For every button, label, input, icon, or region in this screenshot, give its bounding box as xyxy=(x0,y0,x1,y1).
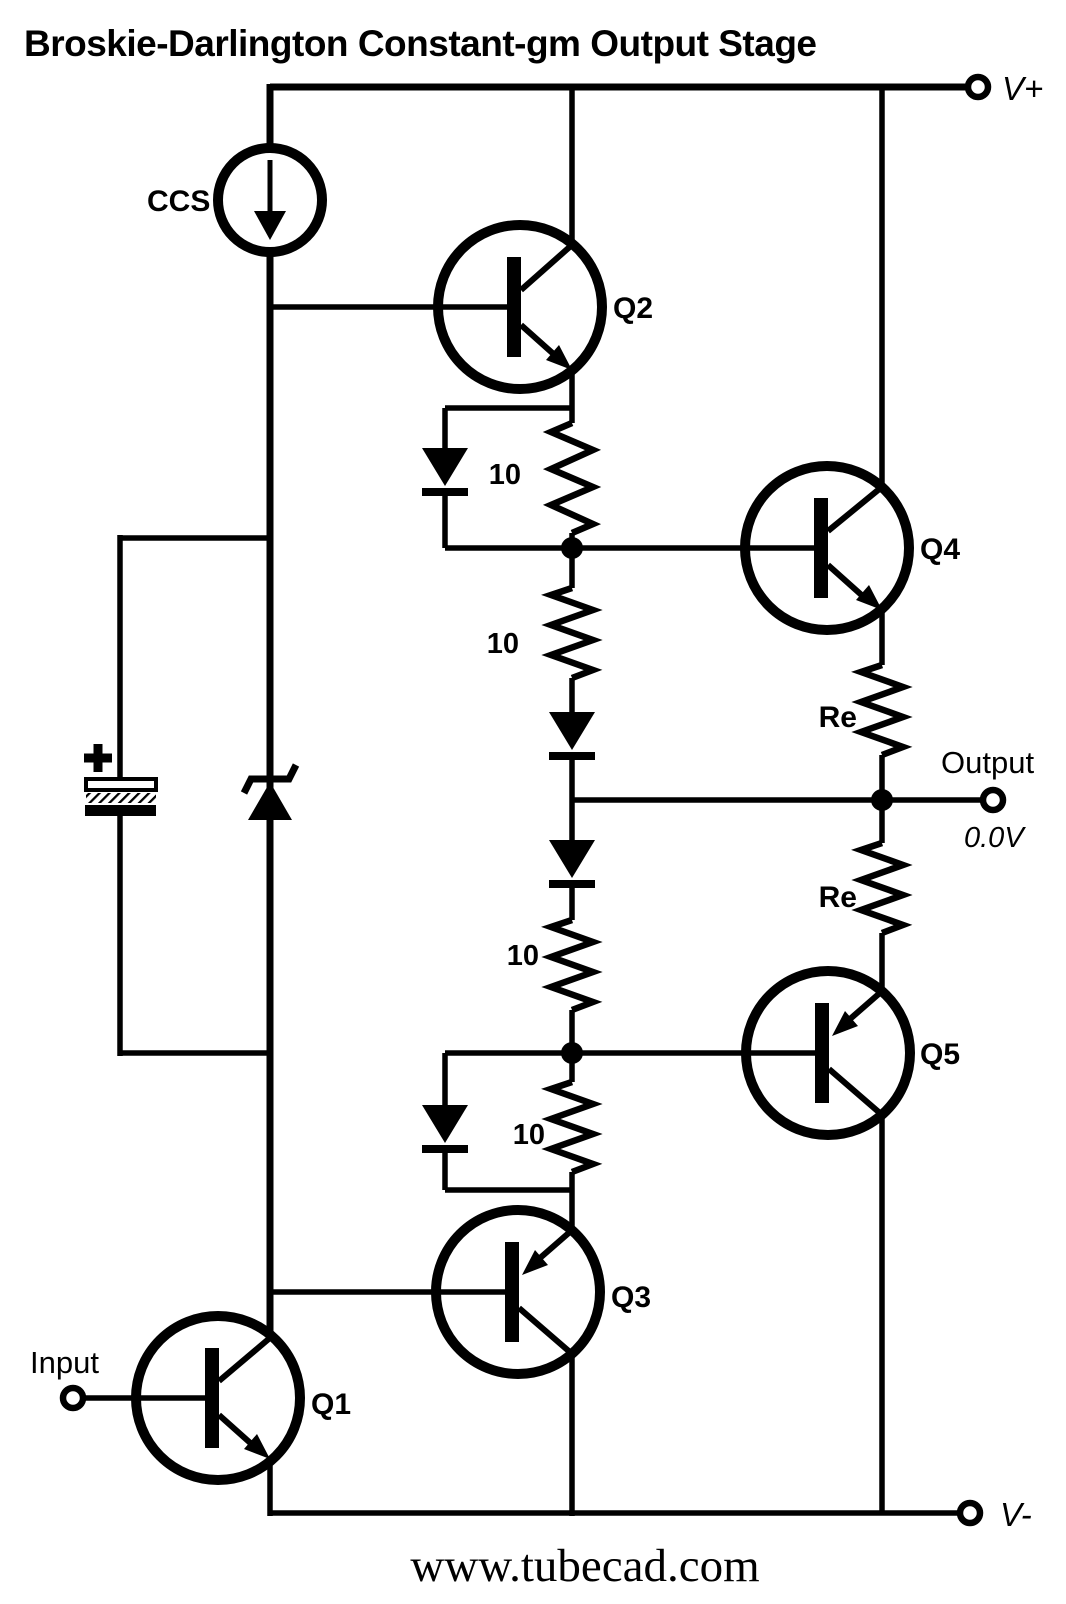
electrolytic-capacitor xyxy=(84,744,158,816)
output-terminal-icon xyxy=(979,786,1007,814)
diode-cathode-bar xyxy=(422,488,468,496)
re-lower-label: Re xyxy=(819,881,857,914)
diode-triangle-icon xyxy=(549,840,595,878)
resistor-10-upper-middle xyxy=(541,584,603,682)
q4-emitter xyxy=(825,562,869,602)
zener-triangle-icon xyxy=(248,782,292,820)
q1-base-bar xyxy=(205,1348,219,1448)
re-upper-label: Re xyxy=(819,701,857,734)
q3-base-bar xyxy=(505,1242,519,1342)
r10-upper-middle-value: 10 xyxy=(487,628,519,660)
zener-cathode-bar xyxy=(240,763,300,795)
r10-lower-middle-value: 10 xyxy=(507,940,539,972)
transistor-q3-pnp xyxy=(270,1228,573,1356)
ccs-label: CCS xyxy=(147,185,210,218)
q3-label: Q3 xyxy=(611,1281,651,1314)
resistor-re-upper xyxy=(851,661,913,759)
ccs-current-source xyxy=(213,143,327,257)
diode-triangle-icon xyxy=(422,1105,468,1143)
diode-bottom-left xyxy=(422,1105,468,1153)
junction-dot xyxy=(871,789,893,811)
q5-collector xyxy=(827,1066,883,1117)
q3-collector xyxy=(517,1305,573,1356)
output-label: Output xyxy=(941,745,1034,780)
junction-dot xyxy=(561,537,583,559)
schematic-title: Broskie-Darlington Constant-gm Output St… xyxy=(24,23,817,64)
capacitor-hatched-plate xyxy=(86,793,156,803)
output-voltage-label: 0.0V xyxy=(964,822,1026,854)
q1-emitter-arrow-icon xyxy=(244,1434,270,1459)
diode-triangle-icon xyxy=(422,448,468,486)
left-loop-wires xyxy=(117,535,270,1056)
v-minus-label: V- xyxy=(1000,1496,1032,1533)
v-minus-terminal-icon xyxy=(956,1499,984,1527)
r10-bottom-value: 10 xyxy=(513,1119,545,1151)
q4-label: Q4 xyxy=(920,533,960,566)
q2-base-bar xyxy=(507,257,521,357)
terminals xyxy=(59,73,1007,1527)
diode-triangle-icon xyxy=(549,712,595,750)
q2-label: Q2 xyxy=(613,292,653,325)
transistor-q1-npn xyxy=(83,1334,273,1459)
zener-diode xyxy=(240,763,300,820)
diode-cathode-bar xyxy=(549,880,595,888)
diode-upper-middle xyxy=(549,712,595,760)
transistor-q4-npn xyxy=(445,483,885,610)
q1-collector xyxy=(217,1334,273,1384)
diodes xyxy=(240,448,595,1153)
resistor-10-lower-middle xyxy=(541,916,603,1014)
v-plus-label: V+ xyxy=(1002,70,1043,107)
q5-emitter-arrow-icon xyxy=(832,1011,858,1036)
q4-base-bar xyxy=(814,498,828,598)
q2-emitter-arrow-icon xyxy=(546,345,572,370)
transistor-q5-pnp xyxy=(445,989,883,1117)
website-watermark: www.tubecad.com xyxy=(410,1540,759,1592)
q1-label: Q1 xyxy=(311,1388,351,1421)
v-plus-terminal-icon xyxy=(964,73,992,101)
capacitor-bottom-plate xyxy=(85,805,156,816)
diode-cathode-bar xyxy=(549,752,595,760)
diode-lower-middle xyxy=(549,840,595,888)
junction-dot xyxy=(561,1042,583,1064)
q4-collector xyxy=(826,483,885,534)
capacitor-plus-icon xyxy=(84,744,112,772)
resistor-10-bottom xyxy=(541,1078,603,1176)
input-terminal-icon xyxy=(59,1384,87,1412)
q2-emitter xyxy=(519,322,560,361)
r10-top-value: 10 xyxy=(489,459,521,491)
junction-dots xyxy=(561,537,893,1064)
transistor-q2-npn xyxy=(270,241,575,370)
capacitor-top-plate xyxy=(84,777,158,792)
resistor-re-lower xyxy=(851,839,913,937)
diode-top-left xyxy=(422,448,468,496)
diode-cathode-bar xyxy=(422,1145,468,1153)
resistors xyxy=(541,420,913,1176)
q2-collector xyxy=(519,241,575,293)
ccs-arrow-head-icon xyxy=(254,211,286,240)
q5-label: Q5 xyxy=(920,1038,960,1071)
input-label: Input xyxy=(30,1345,99,1380)
resistor-10-top xyxy=(542,420,602,536)
q3-emitter-arrow-icon xyxy=(522,1250,548,1275)
q5-base-bar xyxy=(815,1003,829,1103)
q4-emitter-arrow-icon xyxy=(856,585,882,610)
